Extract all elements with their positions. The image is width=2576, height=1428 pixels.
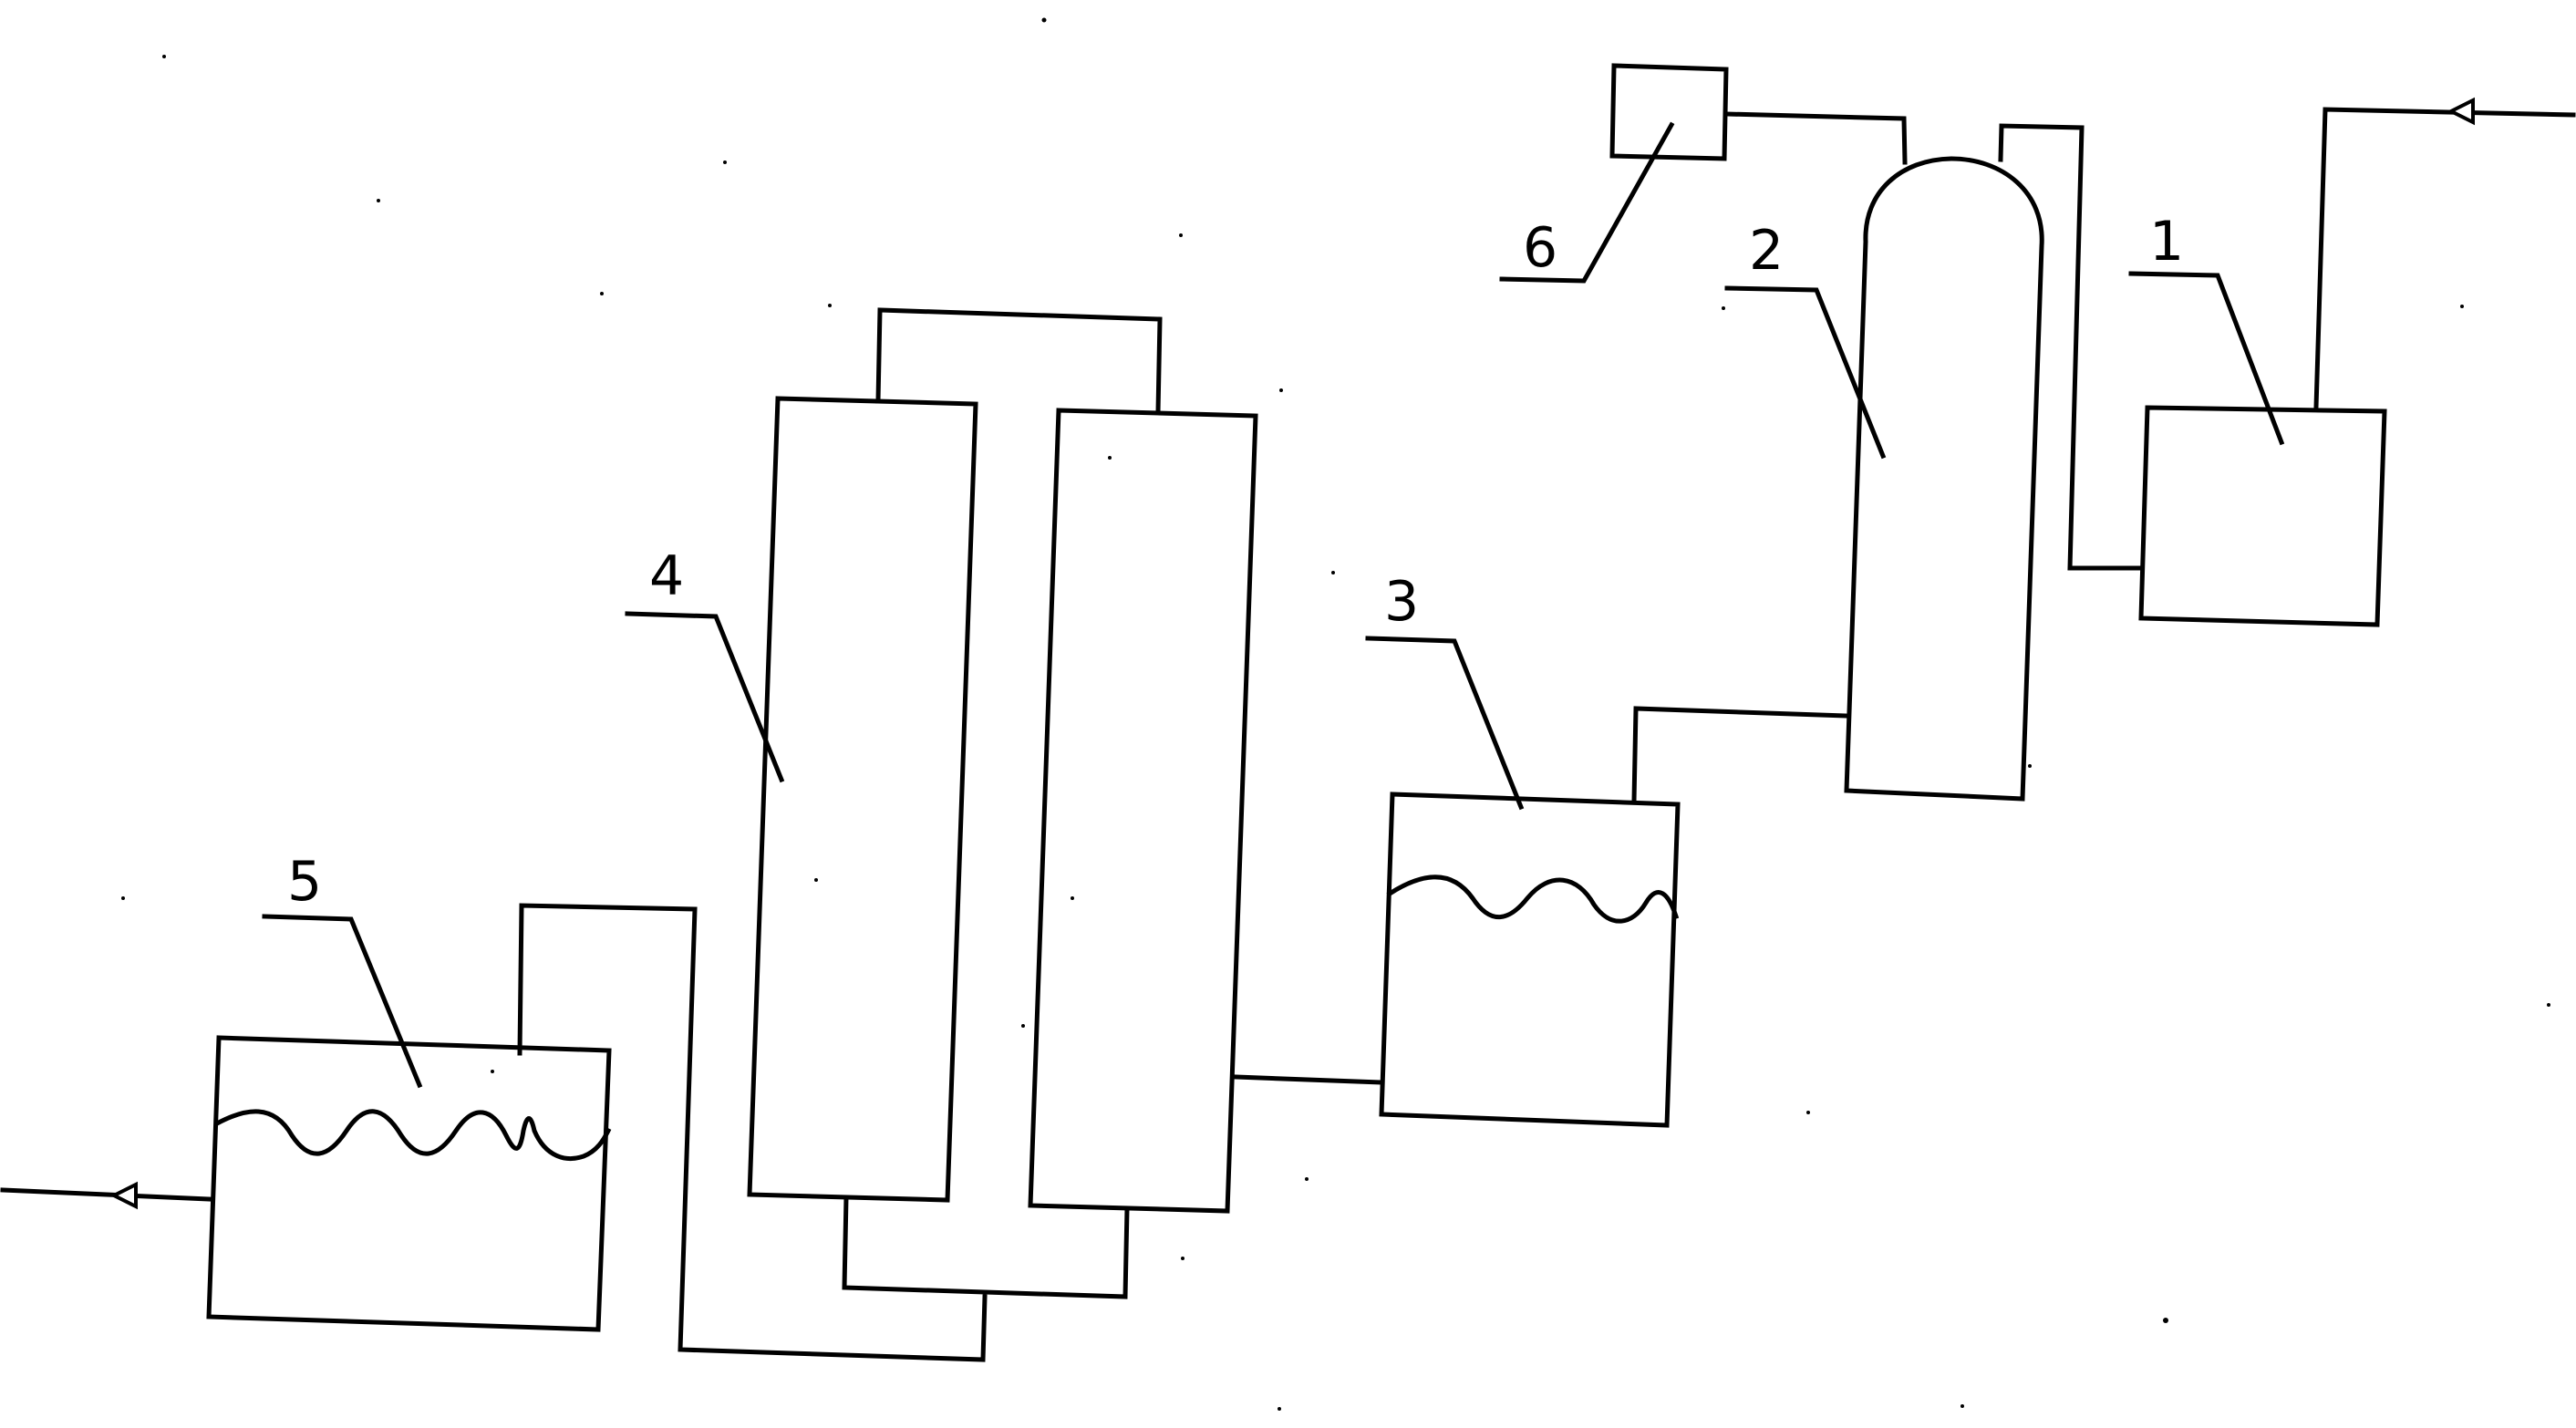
leader-line-5 [262, 914, 423, 1089]
pipe-1-to-2 [1998, 123, 2144, 571]
label-component-2: 2 [1749, 219, 1784, 283]
pipe-4-to-5 [517, 903, 988, 1362]
component-2-column [1844, 156, 2044, 802]
component-1-box [2138, 405, 2387, 627]
pipe-3-to-4 [1233, 1074, 1384, 1085]
component-4-top-connector [875, 307, 1163, 415]
component-4-left-column [747, 396, 978, 1203]
component-3-liquid-surface [1386, 874, 1680, 924]
outlet-pipe [0, 1187, 212, 1202]
label-component-3: 3 [1384, 570, 1419, 634]
component-4-right-column [1028, 408, 1258, 1214]
leader-line-6 [1499, 121, 1675, 284]
outlet-arrowhead-icon [109, 1181, 138, 1210]
label-component-4: 4 [649, 544, 684, 608]
component-5-tank [206, 1035, 612, 1332]
scan-specks [121, 17, 2550, 1411]
inlet-pipe [2313, 107, 2576, 410]
inlet-arrowhead-icon [2447, 97, 2475, 126]
leader-line-1 [2128, 271, 2285, 446]
pipe-6-to-2 [1723, 111, 1908, 165]
component-5-liquid-surface [213, 1109, 612, 1162]
component-3-tank [1379, 792, 1681, 1128]
component-4-bottom-connector [842, 1195, 1130, 1299]
pipe-2-to-3 [1631, 706, 1849, 804]
component-6-box [1609, 63, 1729, 161]
leader-line-2 [1724, 285, 1887, 460]
label-component-1: 1 [2149, 210, 2184, 274]
leader-line-3 [1365, 636, 1525, 811]
label-component-6: 6 [1523, 216, 1557, 280]
label-component-5: 5 [287, 850, 322, 914]
leader-line-4 [625, 611, 785, 783]
